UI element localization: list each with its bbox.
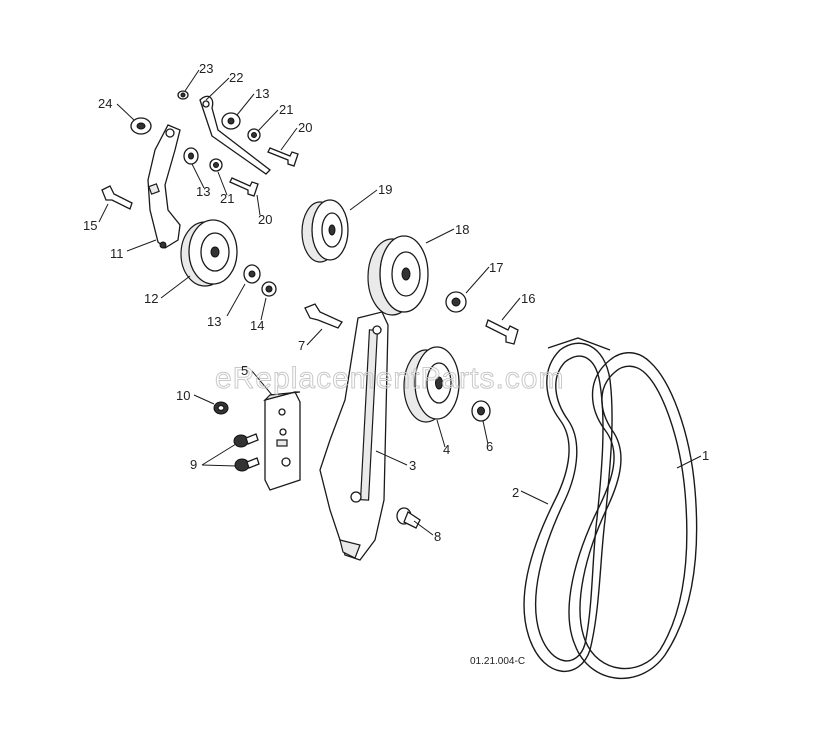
callout-12: 12 <box>144 291 158 306</box>
callout-13-middle: 13 <box>196 184 210 199</box>
callout-20-lower: 20 <box>258 212 272 227</box>
callout-6: 6 <box>486 439 493 454</box>
callout-16: 16 <box>521 291 535 306</box>
callout-24: 24 <box>98 96 112 111</box>
watermark: eReplacementParts.com <box>215 362 564 395</box>
bolt-7 <box>304 303 343 329</box>
bracket-5 <box>262 391 301 491</box>
callout-labels: 23 22 24 13 21 20 13 21 20 15 11 19 18 1… <box>83 61 709 544</box>
bolt-16 <box>485 319 519 345</box>
callout-2: 2 <box>512 485 519 500</box>
nut-21-lower <box>209 158 223 172</box>
drawing-code: 01.21.004-C <box>470 656 525 667</box>
bolt-20-upper <box>267 147 299 167</box>
callout-20-upper: 20 <box>298 120 312 135</box>
callout-21-upper: 21 <box>279 102 293 117</box>
callout-13-upper: 13 <box>255 86 269 101</box>
callout-7: 7 <box>298 338 305 353</box>
pulley-12 <box>180 219 238 287</box>
washer-13-upper <box>221 112 241 130</box>
nut-23 <box>177 90 189 100</box>
callout-21-lower: 21 <box>220 191 234 206</box>
bolt-9-lower <box>234 457 260 472</box>
callout-4: 4 <box>443 442 450 457</box>
bolt-15 <box>101 185 133 210</box>
callout-11: 11 <box>110 246 124 261</box>
washer-13-middle <box>183 147 199 165</box>
callout-10: 10 <box>176 388 190 403</box>
pulley-4 <box>403 346 460 423</box>
leader-lines <box>98 69 702 536</box>
spacer-17 <box>445 291 467 313</box>
callout-18: 18 <box>455 222 469 237</box>
callout-9: 9 <box>190 457 197 472</box>
callout-23: 23 <box>199 61 213 76</box>
rod-22 <box>199 95 271 175</box>
callout-22: 22 <box>229 70 243 85</box>
callout-13-lower: 13 <box>207 314 221 329</box>
callout-5: 5 <box>241 363 248 378</box>
idler-arm-3 <box>319 311 389 561</box>
belt-1 <box>547 337 698 679</box>
bracket-11 <box>147 124 181 249</box>
nut-6 <box>471 400 491 422</box>
washer-13-lower <box>243 264 261 284</box>
callout-15: 15 <box>83 218 97 233</box>
pulley-18 <box>367 235 429 316</box>
bolt-20-lower <box>229 177 259 197</box>
nut-21-upper <box>247 128 261 142</box>
pulley-19 <box>301 199 349 263</box>
callout-14: 14 <box>250 318 264 333</box>
shoulder-bolt-8 <box>396 507 421 529</box>
nut-14 <box>261 281 277 297</box>
callout-3: 3 <box>409 458 416 473</box>
callout-19: 19 <box>378 182 392 197</box>
callout-8: 8 <box>434 529 441 544</box>
callout-1: 1 <box>702 448 709 463</box>
callout-17: 17 <box>489 260 503 275</box>
nut-10 <box>213 401 229 415</box>
bolt-9-upper <box>233 433 259 448</box>
washer-24 <box>130 117 152 135</box>
